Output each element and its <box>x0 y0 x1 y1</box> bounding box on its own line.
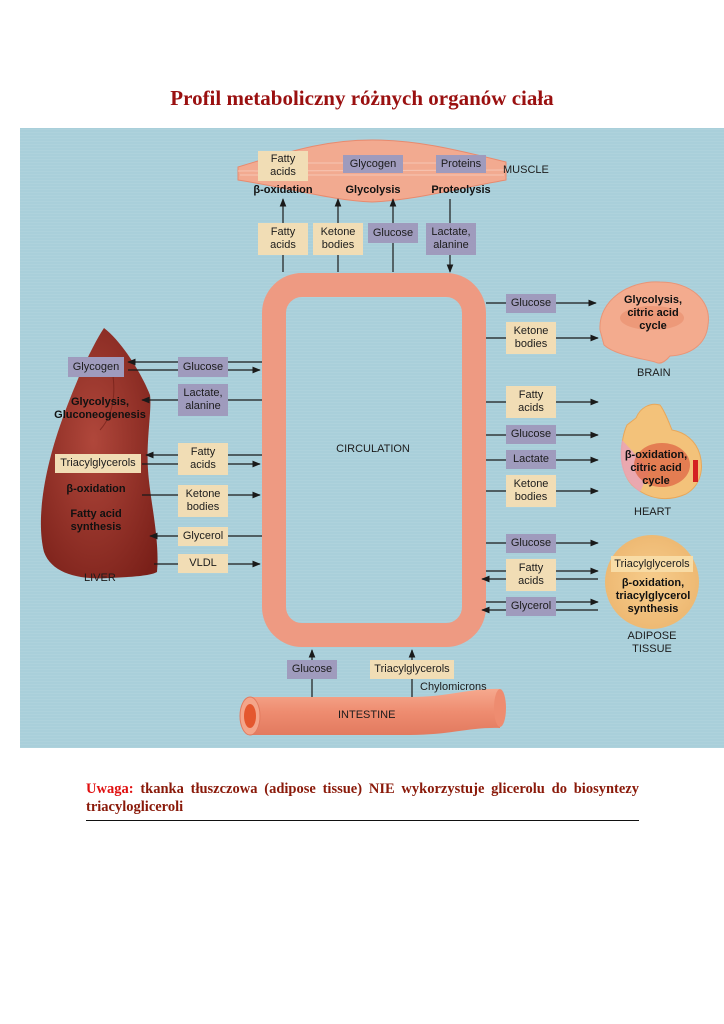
adipose-exchange-glucose: Glucose <box>506 534 556 553</box>
brain-organ <box>599 281 709 364</box>
note-text: tkanka tłuszczowa (adipose tissue) NIE w… <box>86 781 639 815</box>
liver-store-glycogen: Glycogen <box>68 357 124 377</box>
brain-label: BRAIN <box>637 367 671 379</box>
adipose-process: β-oxidation, triacylglycerol synthesis <box>615 576 691 615</box>
intestine-organ <box>239 688 506 736</box>
liver-store-triacylglycerols: Triacylglycerols <box>55 454 141 473</box>
intestine-exchange-triacylglycerols: Triacylglycerols <box>370 660 454 679</box>
intestine-exchange-glucose: Glucose <box>287 660 337 679</box>
muscle-process-proteolysis: Proteolysis <box>431 183 491 196</box>
heart-process: β-oxidation, citric acid cycle <box>624 448 688 487</box>
brain-process: Glycolysis, citric acid cycle <box>623 293 683 332</box>
heart-exchange-glucose: Glucose <box>506 425 556 444</box>
adipose-label: ADIPOSE TISSUE <box>627 630 677 655</box>
liver-exchange-vldl: VLDL <box>178 554 228 573</box>
liver-exchange-fatty-acids: Fatty acids <box>178 443 228 475</box>
liver-exchange-glucose: Glucose <box>178 357 228 377</box>
muscle-store-glycogen: Glycogen <box>343 155 403 173</box>
liver-exchange-ketone-bodies: Ketone bodies <box>178 485 228 517</box>
muscle-exchange-lactate-alanine: Lactate, alanine <box>426 223 476 255</box>
liver-exchange-glycerol: Glycerol <box>178 527 228 546</box>
chylomicrons-label: Chylomicrons <box>420 681 487 693</box>
muscle-process-glycolysis: Glycolysis <box>345 183 401 196</box>
brain-exchange-ketone-bodies: Ketone bodies <box>506 322 556 354</box>
adipose-store-triacylglycerols: Triacylglycerols <box>611 556 693 572</box>
page-title: Profil metaboliczny różnych organów ciał… <box>170 86 554 110</box>
intestine-label: INTESTINE <box>338 709 396 721</box>
heart-label: HEART <box>634 506 672 518</box>
liver-process-fatty-acid-synthesis: Fatty acid synthesis <box>70 508 122 533</box>
liver-exchange-lactate-alanine: Lactate, alanine <box>178 384 228 416</box>
adipose-exchange-glycerol: Glycerol <box>506 597 556 616</box>
heart-organ <box>620 403 702 500</box>
muscle-store-fatty-acids: Fatty acids <box>258 151 308 181</box>
liver-label: LIVER <box>84 572 116 584</box>
note: Uwaga: tkanka tłuszczowa (adipose tissue… <box>86 780 639 816</box>
adipose-exchange-fatty-acids: Fatty acids <box>506 559 556 591</box>
liver-process-glycolysis-gluconeogenesis: Glycolysis, Gluconeogenesis <box>54 396 146 421</box>
heart-exchange-fatty-acids: Fatty acids <box>506 386 556 418</box>
metabolism-diagram <box>40 139 709 736</box>
liver-process-beta-oxidation: β-oxidation <box>66 482 126 495</box>
muscle-process-beta-oxidation: β-oxidation <box>253 183 313 196</box>
heart-exchange-lactate: Lactate <box>506 450 556 469</box>
note-underline <box>86 820 639 821</box>
circulation-loop <box>262 273 486 647</box>
muscle-store-proteins: Proteins <box>436 155 486 173</box>
heart-exchange-ketone-bodies: Ketone bodies <box>506 475 556 507</box>
muscle-label: MUSCLE <box>503 164 549 176</box>
brain-exchange-glucose: Glucose <box>506 294 556 313</box>
muscle-exchange-glucose: Glucose <box>368 223 418 243</box>
circulation-label: CIRCULATION <box>336 443 410 455</box>
muscle-exchange-ketone-bodies: Ketone bodies <box>313 223 363 255</box>
note-warning-prefix: Uwaga: <box>86 781 134 797</box>
muscle-exchange-fatty-acids: Fatty acids <box>258 223 308 255</box>
